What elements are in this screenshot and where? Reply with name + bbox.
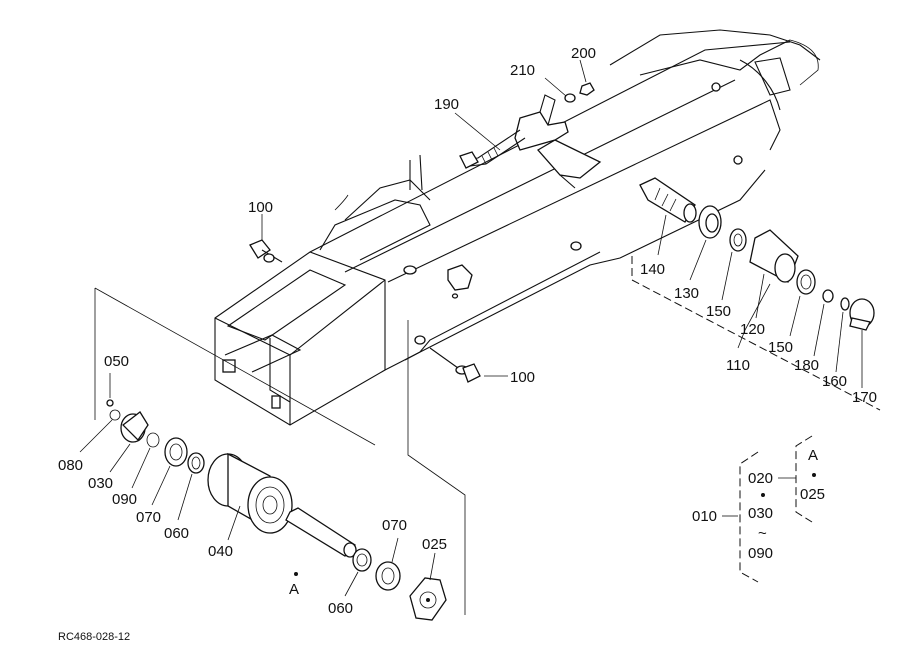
callout-200: 200: [571, 45, 596, 62]
callout-090: 090: [112, 491, 137, 508]
drawing-code: RC468-028-12: [58, 631, 130, 643]
callout-060-b: 060: [328, 600, 353, 617]
cover-025: [409, 577, 447, 621]
plug-050: [106, 399, 114, 407]
callout-050: 050: [104, 353, 129, 370]
roller-040: [207, 452, 293, 534]
callout-110: 110: [726, 357, 750, 374]
callout-150-a: 150: [706, 303, 731, 320]
adjuster-bolt: [459, 129, 526, 169]
callout-130: 130: [674, 285, 699, 302]
washer-180: [822, 289, 834, 303]
bolt-100-lower: [429, 347, 481, 383]
callout-210: 210: [510, 62, 535, 79]
oring-090: [146, 432, 160, 448]
callout-150-b: 150: [768, 339, 793, 356]
seal-130: [698, 205, 722, 239]
ring-160: [840, 297, 850, 311]
legend-range: ~: [758, 525, 767, 542]
group-bracket-right: [631, 256, 881, 411]
callout-190: 190: [434, 96, 459, 113]
legend-010: 010: [692, 508, 717, 525]
callout-060-a: 060: [164, 525, 189, 542]
callout-180: 180: [794, 357, 819, 374]
callout-120: 120: [740, 321, 765, 338]
seal-070b: [375, 561, 401, 591]
legend-030: 030: [748, 505, 773, 522]
shaft-a: [285, 507, 357, 558]
callout-100-upper: 100: [248, 199, 273, 216]
cap-170: [849, 298, 875, 331]
track-frame: [214, 29, 821, 426]
callout-030: 030: [88, 475, 113, 492]
bushing-150a: [729, 228, 747, 252]
nut-200: [579, 82, 595, 96]
callout-025: 025: [422, 536, 447, 553]
oring-080: [109, 409, 121, 421]
callout-a: A: [289, 581, 299, 598]
legend-025: 025: [800, 486, 825, 503]
bushing-150b: [796, 269, 816, 295]
legend-a: A: [808, 447, 818, 464]
legend-090: 090: [748, 545, 773, 562]
callouts: 200 210 190 100 100 140 130 150 120 110 …: [58, 45, 877, 617]
bushing-060b: [352, 548, 372, 572]
cover-030: [120, 411, 149, 443]
callout-170: 170: [852, 389, 877, 406]
legend-020: 020: [748, 470, 773, 487]
shaft-140: [639, 177, 697, 223]
leader-lines: [79, 59, 863, 597]
callout-160: 160: [822, 373, 847, 390]
assembly-legend: 010 020 030 ~ 090 A 025: [692, 435, 825, 583]
bolt-100-upper: [249, 239, 283, 263]
callout-070-a: 070: [136, 509, 161, 526]
callout-080: 080: [58, 457, 83, 474]
callout-070-b: 070: [382, 517, 407, 534]
washer-210: [564, 93, 576, 103]
callout-100-lower: 100: [510, 369, 535, 386]
tube-120: [749, 229, 799, 283]
seal-070a: [164, 437, 188, 467]
callout-140: 140: [640, 261, 665, 278]
callout-040: 040: [208, 543, 233, 560]
group-bracket-left: [94, 287, 466, 615]
bushing-060a: [187, 452, 205, 474]
